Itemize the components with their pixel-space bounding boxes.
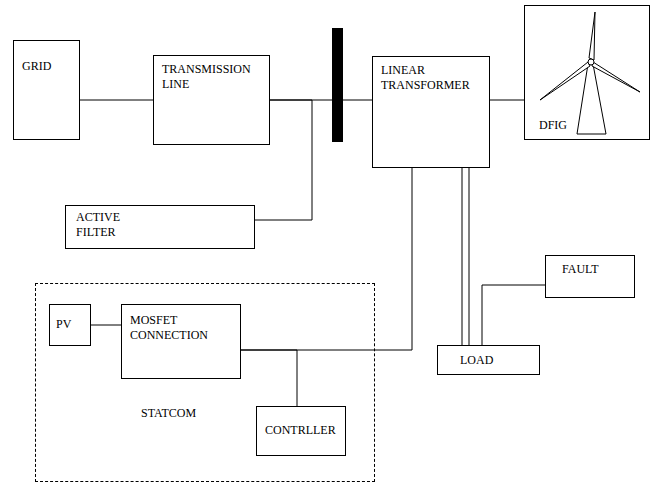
wind-turbine (540, 12, 640, 134)
source-box: GRID (13, 40, 80, 140)
node-label: ACTIVE FILTER (76, 210, 136, 240)
node-label: DFIG (539, 118, 567, 133)
wire (482, 285, 545, 345)
node-label: PV (56, 317, 86, 332)
node-label: LINEAR TRANSFORMER (381, 63, 483, 93)
fault-box: FAULT (545, 255, 635, 298)
node-label: STATCOM (141, 406, 196, 421)
wire (241, 350, 297, 406)
controller-box: CONTRLLER (256, 406, 346, 456)
wire (241, 168, 412, 350)
wire (80, 100, 153, 101)
node-label: LOAD (460, 353, 533, 368)
process-box: LINEAR TRANSFORMER (372, 56, 490, 168)
process-box: TRANSMISSION LINE (153, 55, 270, 145)
wire (255, 100, 312, 220)
pv-box: PV (49, 304, 91, 346)
wire (91, 325, 121, 326)
load-box: LOAD (437, 345, 540, 375)
node-label: TRANSMISSION LINE (162, 62, 263, 92)
generator-box: DFIG (524, 5, 650, 140)
statcom-group: STATCOM PV MOSFET CONNECTION CONTRLLER (35, 283, 375, 482)
filter-box: ACTIVE FILTER (65, 205, 255, 249)
node-label: FAULT (562, 262, 628, 277)
node-label: CONTRLLER (265, 423, 341, 438)
wire (462, 168, 469, 345)
node-label: MOSFET CONNECTION (130, 313, 220, 343)
node-label: GRID (22, 59, 73, 74)
wire (490, 100, 524, 101)
bus-bar (332, 28, 343, 142)
converter-box: MOSFET CONNECTION (121, 304, 241, 379)
